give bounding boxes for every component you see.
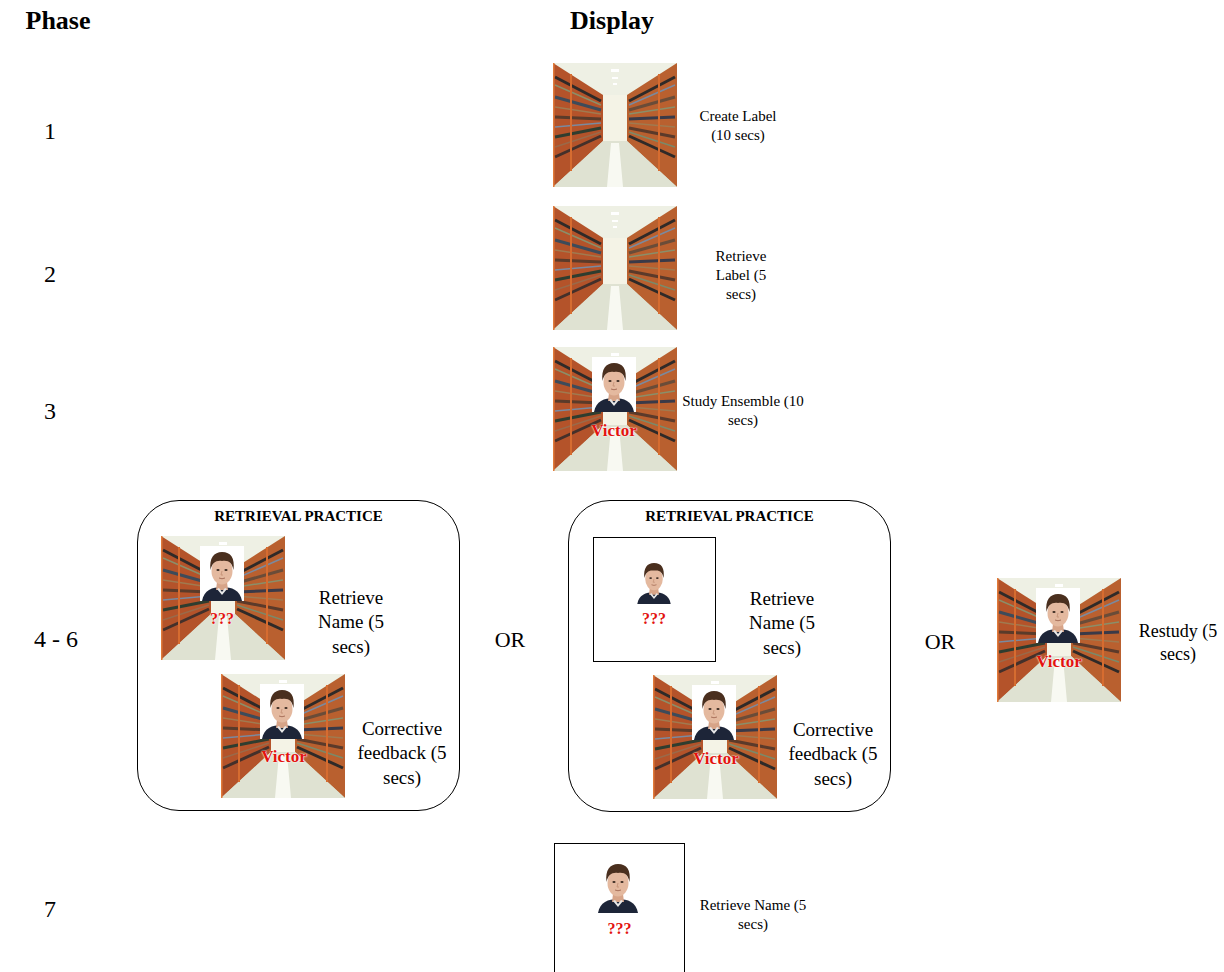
phase-caption: Retrieve Label (5 secs) [705, 247, 777, 305]
name-label: Victor [249, 746, 319, 768]
or-label: OR [915, 628, 965, 656]
group-heading: RETRIEVAL PRACTICE [138, 508, 459, 525]
phase-number: 2 [30, 259, 70, 290]
face-frame: ??? [554, 843, 685, 972]
name-prompt: ??? [197, 609, 247, 629]
column-heading: Phase [3, 4, 113, 37]
name-prompt: ??? [594, 610, 715, 628]
step-caption: Corrective feedback (5 secs) [778, 718, 888, 791]
name-label: Victor [681, 748, 751, 770]
or-label: OR [485, 626, 535, 654]
phase-caption: Create Label (10 secs) [688, 107, 788, 145]
step-caption: Restudy (5 secs) [1136, 620, 1220, 666]
name-prompt: ??? [555, 920, 684, 938]
face-frame: ??? [593, 537, 716, 662]
step-caption: Corrective feedback (5 secs) [347, 717, 457, 790]
phase-number: 4 - 6 [16, 624, 96, 655]
name-label: Victor [579, 420, 649, 442]
phase-number: 7 [30, 894, 70, 925]
step-caption: Retrieve Name (5 secs) [730, 587, 834, 660]
phase-caption: Study Ensemble (10 secs) [678, 392, 808, 430]
phase-number: 1 [30, 116, 70, 147]
phase-number: 3 [30, 396, 70, 427]
phase-caption: Retrieve Name (5 secs) [693, 896, 813, 934]
column-heading: Display [542, 4, 682, 37]
group-heading: RETRIEVAL PRACTICE [569, 508, 890, 525]
step-caption: Retrieve Name (5 secs) [299, 586, 403, 659]
name-label: Victor [1024, 651, 1094, 673]
